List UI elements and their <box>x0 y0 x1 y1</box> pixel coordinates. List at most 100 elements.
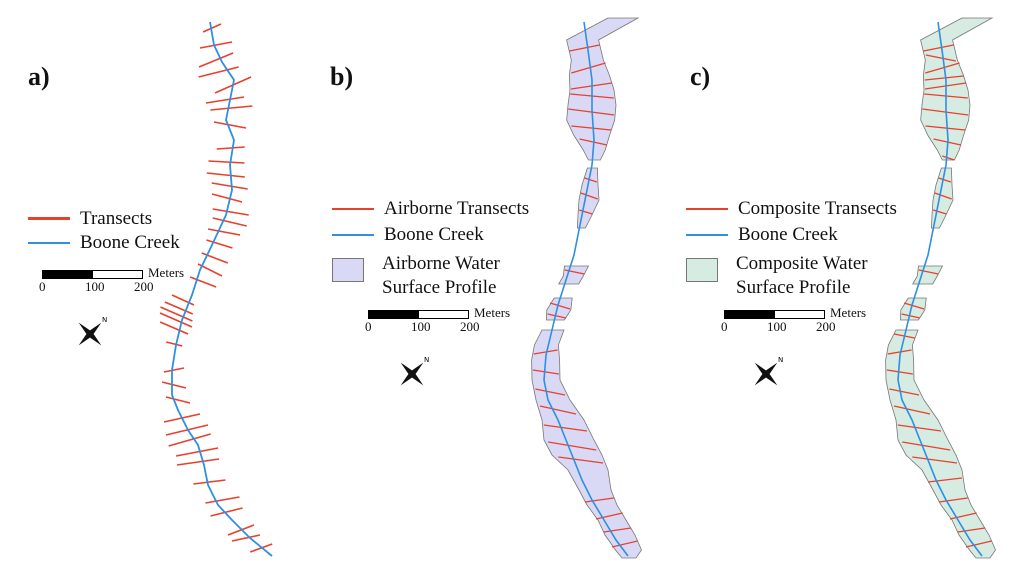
legend-label-creek-a: Boone Creek <box>80 232 180 253</box>
transect-line <box>564 269 585 275</box>
transect-line <box>569 44 600 52</box>
transect-line <box>558 456 604 464</box>
creek-line-a <box>171 21 273 557</box>
transects-a <box>159 23 273 553</box>
transect-line <box>176 458 220 466</box>
transect-line <box>198 66 239 78</box>
transect-line <box>164 301 194 315</box>
transect-line <box>897 424 942 432</box>
water-surface-polygon <box>885 329 996 559</box>
transect-line <box>175 447 219 457</box>
transect-line <box>912 456 958 464</box>
transect-line <box>902 441 951 451</box>
transect-line <box>568 108 615 116</box>
transect-line <box>925 54 956 62</box>
panel-a: a) Transects Boone Creek Meters 0 100 20… <box>0 0 300 571</box>
transect-line <box>938 497 968 503</box>
transects-c <box>886 44 992 548</box>
creek-swatch-a <box>28 242 70 244</box>
legend-c: Composite Transects Boone Creek Composit… <box>686 198 926 298</box>
transect-line <box>579 209 593 215</box>
creek-line-b <box>543 21 629 557</box>
scale-tick: 100 <box>767 319 787 334</box>
scale-tick: 100 <box>85 279 105 294</box>
transect-line <box>216 146 245 150</box>
legend-label-creek-c: Boone Creek <box>738 224 838 245</box>
svg-text:N: N <box>102 316 107 324</box>
polygon-swatch-c <box>686 258 718 282</box>
svg-text:N: N <box>778 356 783 364</box>
transect-line <box>549 302 571 310</box>
transect-line <box>887 349 912 355</box>
transect-line <box>208 160 245 164</box>
transect-line <box>206 239 233 249</box>
scale-unit: Meters <box>474 305 511 320</box>
transect-line <box>584 177 598 183</box>
transect-line <box>539 405 577 415</box>
transect-line <box>925 125 966 131</box>
creek-line-c <box>897 21 983 557</box>
legend-label-creek-b: Boone Creek <box>384 224 484 245</box>
transect-line <box>193 479 226 485</box>
transect-line <box>901 313 921 319</box>
transect-line <box>925 62 960 74</box>
transect-line <box>166 341 183 347</box>
transect-line <box>903 302 925 310</box>
scale-tick: 0 <box>365 319 372 334</box>
transect-line <box>189 276 217 288</box>
legend-label-transects: Transects <box>80 208 153 229</box>
scale-tick: 0 <box>721 319 728 334</box>
transect-line <box>922 108 969 116</box>
water-surface-polygon <box>920 17 994 161</box>
transect-line <box>533 349 558 355</box>
svg-text:N: N <box>424 356 429 364</box>
panel-label-a: a) <box>28 62 50 91</box>
scale-tick: 200 <box>134 279 154 294</box>
scale-bar-b: Meters 0 100 200 <box>365 305 518 337</box>
map-a <box>159 21 273 557</box>
scale-segment-white <box>92 270 143 279</box>
scale-tick: 200 <box>460 319 480 334</box>
scale-segment-white <box>774 310 825 319</box>
north-arrow-icon: N <box>754 356 783 386</box>
transect-line <box>159 312 193 328</box>
panel-b: b) Airborne Transects Boone Creek Airbor… <box>330 17 642 559</box>
panel-label-c: c) <box>690 62 711 91</box>
transect-line <box>211 182 248 190</box>
scale-bar-a: Meters 0 100 200 <box>39 265 192 297</box>
transect-line <box>603 527 632 533</box>
transect-line <box>206 172 245 178</box>
transect-line <box>168 433 211 447</box>
scale-tick: 0 <box>39 279 46 294</box>
transect-line <box>927 477 963 483</box>
transect-line <box>584 497 614 503</box>
transect-line <box>160 306 193 322</box>
transect-line <box>213 121 247 129</box>
scale-tick: 100 <box>411 319 431 334</box>
transect-line <box>938 177 952 183</box>
transect-line <box>212 208 249 216</box>
transect-line <box>918 269 939 275</box>
transect-line <box>949 512 977 520</box>
water-surface-polygon <box>566 17 640 161</box>
transect-line <box>535 388 566 396</box>
transect-line <box>580 192 598 200</box>
water-surface-polygon <box>531 329 642 559</box>
transect-line <box>202 23 222 33</box>
creek-swatch-c <box>686 234 728 236</box>
transect-line <box>924 75 964 81</box>
map-b <box>531 17 642 559</box>
transect-line <box>893 405 931 415</box>
creek-swatch-b <box>332 234 374 236</box>
scale-segment-white <box>418 310 469 319</box>
transect-line <box>543 424 588 432</box>
transect-line <box>163 367 185 373</box>
north-arrow-icon: N <box>400 356 429 386</box>
scale-tick: 200 <box>816 319 836 334</box>
transect-line <box>571 62 606 74</box>
